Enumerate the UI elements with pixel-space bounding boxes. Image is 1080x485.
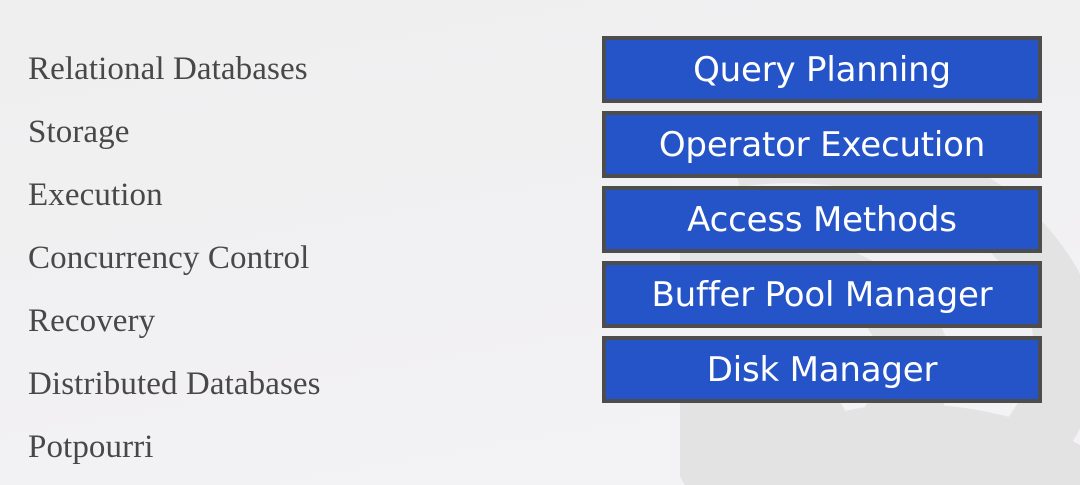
arch-box-label: Disk Manager xyxy=(706,349,938,390)
architecture-stack: Query Planning Operator Execution Access… xyxy=(602,36,1042,403)
arch-box-operator-execution: Operator Execution xyxy=(602,111,1042,178)
topic-item-recovery: Recovery xyxy=(28,303,156,339)
arch-box-label: Buffer Pool Manager xyxy=(651,274,993,315)
arch-box-query-planning: Query Planning xyxy=(602,36,1042,103)
topic-item-potpourri: Potpourri xyxy=(28,429,154,465)
arch-box-buffer-pool-manager: Buffer Pool Manager xyxy=(602,261,1042,328)
arch-box-label: Query Planning xyxy=(693,49,951,90)
topic-item-relational-databases: Relational Databases xyxy=(28,51,308,87)
arch-box-label: Operator Execution xyxy=(658,124,986,165)
topic-list: Relational Databases Storage Execution C… xyxy=(28,38,548,479)
arch-box-label: Access Methods xyxy=(687,199,957,240)
topic-item-concurrency-control: Concurrency Control xyxy=(28,240,310,276)
topic-item-distributed-databases: Distributed Databases xyxy=(28,366,321,402)
arch-box-disk-manager: Disk Manager xyxy=(602,336,1042,403)
topic-item-execution: Execution xyxy=(28,177,163,213)
topic-item-storage: Storage xyxy=(28,114,130,150)
arch-box-access-methods: Access Methods xyxy=(602,186,1042,253)
